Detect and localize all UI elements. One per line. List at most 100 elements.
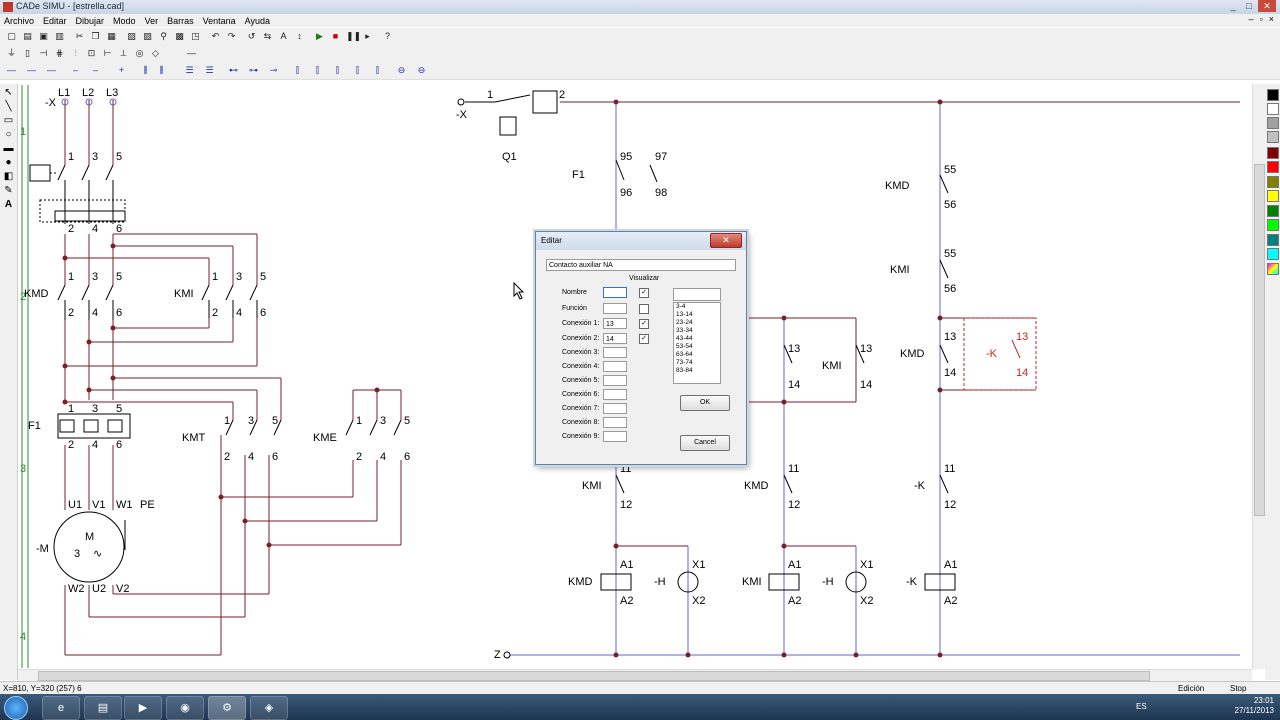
funcion-input[interactable] bbox=[603, 303, 627, 314]
conexion1-input[interactable]: 13 bbox=[603, 318, 627, 329]
terminal-icon[interactable]: ⊖ bbox=[397, 65, 406, 75]
save-icon[interactable]: ▣ bbox=[39, 31, 48, 41]
minimize-button[interactable]: _ bbox=[1230, 1, 1236, 11]
line-tool-icon[interactable]: — bbox=[187, 48, 196, 58]
ie-icon[interactable]: e bbox=[42, 696, 80, 720]
cable3-icon[interactable]: ⫿ bbox=[336, 65, 339, 75]
menu-ver[interactable]: Ver bbox=[144, 15, 159, 26]
stop-icon[interactable]: ■ bbox=[332, 31, 339, 41]
conexion5-input[interactable] bbox=[603, 375, 627, 386]
copy-icon[interactable]: ❐ bbox=[91, 31, 100, 41]
terminal2-icon[interactable]: ⊖ bbox=[417, 65, 426, 75]
play-icon[interactable]: ▶ bbox=[316, 31, 323, 41]
color-teal[interactable] bbox=[1267, 234, 1279, 246]
conexion7-input[interactable] bbox=[603, 403, 627, 414]
rectangle-icon[interactable]: ▭ bbox=[3, 115, 14, 126]
media-player-icon[interactable]: ▶ bbox=[124, 696, 162, 720]
brush-icon[interactable]: ✎ bbox=[4, 185, 13, 196]
nombre-input[interactable] bbox=[603, 287, 627, 298]
bus4-icon[interactable]: ☰ bbox=[205, 65, 214, 75]
conexion2-input[interactable]: 14 bbox=[603, 333, 627, 344]
cancel-button[interactable]: Cancel bbox=[680, 435, 730, 451]
conexion3-input[interactable] bbox=[603, 347, 627, 358]
sensor-icon[interactable]: ◇ bbox=[152, 48, 159, 58]
color-maroon[interactable] bbox=[1267, 147, 1279, 159]
color-red[interactable] bbox=[1267, 161, 1279, 173]
keyboard-language[interactable]: ES bbox=[1136, 702, 1147, 711]
wire-h-icon[interactable]: — bbox=[7, 65, 16, 75]
list-item[interactable]: 63-64 bbox=[676, 351, 693, 358]
hscroll-thumb[interactable] bbox=[38, 671, 1150, 681]
conexion6-input[interactable] bbox=[603, 389, 627, 400]
undo-icon[interactable]: ↶ bbox=[211, 31, 220, 41]
aux-contact-icon[interactable]: ⟂ bbox=[120, 48, 127, 58]
wire-h3-icon[interactable]: — bbox=[47, 65, 56, 75]
list-item[interactable]: 43-44 bbox=[676, 335, 693, 342]
connection-list-selected[interactable] bbox=[673, 288, 721, 301]
cable2-icon[interactable]: ⫿ bbox=[316, 65, 319, 75]
zoom-fit-icon[interactable]: ◳ bbox=[191, 31, 200, 41]
filled-rect-icon[interactable]: ▬ bbox=[3, 143, 14, 154]
list-item[interactable]: 73-74 bbox=[676, 359, 693, 366]
pushbutton-icon[interactable]: ⊢ bbox=[103, 48, 112, 58]
color-olive[interactable] bbox=[1267, 176, 1279, 188]
line-icon[interactable]: ╲ bbox=[5, 101, 12, 112]
list-item[interactable]: 3-4 bbox=[676, 303, 686, 310]
color-lime[interactable] bbox=[1267, 219, 1279, 231]
zoom-area-icon[interactable]: ▩ bbox=[175, 31, 184, 41]
fuse-icon[interactable]: ▯ bbox=[25, 48, 30, 58]
drawing-canvas[interactable]: 1 2 3 4 L1 L2 L3 -X 1 3 5 2 4 6 KMD 1 3 … bbox=[18, 84, 1252, 669]
ok-button[interactable]: OK bbox=[680, 395, 730, 411]
flip-icon[interactable]: ↕ bbox=[297, 31, 302, 41]
conexion2-visible-checkbox[interactable]: ✓ bbox=[639, 334, 649, 344]
filled-ellipse-icon[interactable]: ● bbox=[5, 157, 12, 168]
menu-ayuda[interactable]: Ayuda bbox=[244, 15, 270, 26]
conexion4-input[interactable] bbox=[603, 361, 627, 372]
start-button[interactable] bbox=[4, 696, 28, 720]
color-green[interactable] bbox=[1267, 205, 1279, 217]
menu-barras[interactable]: Barras bbox=[167, 15, 194, 26]
new-file-icon[interactable]: ▢ bbox=[7, 31, 16, 41]
wire-dash2-icon[interactable]: – bbox=[92, 65, 98, 75]
help-icon[interactable]: ? bbox=[384, 31, 390, 41]
system-clock[interactable]: 23:01 27/11/2013 bbox=[1235, 696, 1274, 716]
cable5-icon[interactable]: ⫿ bbox=[376, 65, 379, 75]
color-white[interactable] bbox=[1267, 103, 1279, 115]
wire-dash-icon[interactable]: – bbox=[72, 65, 78, 75]
explorer-icon[interactable]: ▤ bbox=[84, 696, 122, 720]
list-item[interactable]: 33-34 bbox=[676, 327, 693, 334]
contactor-icon[interactable]: ⫶ bbox=[74, 48, 77, 58]
color-yellow[interactable] bbox=[1267, 190, 1279, 202]
page2-icon[interactable]: ▨ bbox=[143, 31, 152, 41]
menu-editar[interactable]: Editar bbox=[43, 15, 67, 26]
link-icon[interactable]: ⊷ bbox=[229, 65, 238, 75]
switch3-icon[interactable]: ⋕ bbox=[55, 48, 64, 58]
list-item[interactable]: 23-24 bbox=[676, 319, 693, 326]
redo-icon[interactable]: ↷ bbox=[227, 31, 236, 41]
cable4-icon[interactable]: ⫿ bbox=[356, 65, 359, 75]
connection-list[interactable]: 3-4 13-14 23-24 33-34 43-44 53-54 63-64 … bbox=[673, 302, 721, 384]
list-item[interactable]: 83-84 bbox=[676, 367, 693, 374]
app-icon-2[interactable]: ◈ bbox=[250, 696, 288, 720]
cable-icon[interactable]: ⫿ bbox=[296, 65, 299, 75]
dialog-close-button[interactable]: ✕ bbox=[710, 233, 742, 248]
text-tool-icon[interactable]: A bbox=[4, 199, 13, 210]
link3-icon[interactable]: ⊸ bbox=[269, 65, 278, 75]
junction-icon[interactable]: + bbox=[118, 65, 125, 75]
color-cyan[interactable] bbox=[1267, 248, 1279, 260]
cut-icon[interactable]: ✂ bbox=[75, 31, 84, 41]
link2-icon[interactable]: ⊶ bbox=[249, 65, 258, 75]
rotate-icon[interactable]: ↺ bbox=[247, 31, 256, 41]
horizontal-scrollbar[interactable] bbox=[18, 669, 1252, 681]
mirror-icon[interactable]: ⇆ bbox=[263, 31, 272, 41]
conexion9-input[interactable] bbox=[603, 431, 627, 442]
mdi-restore-icon[interactable]: ▫ bbox=[1259, 14, 1263, 24]
zoom-icon[interactable]: ⚲ bbox=[160, 31, 167, 41]
paste-icon[interactable]: ▦ bbox=[107, 31, 116, 41]
color-gray[interactable] bbox=[1267, 117, 1279, 129]
menu-ventana[interactable]: Ventana bbox=[202, 15, 236, 26]
conexion8-input[interactable] bbox=[603, 417, 627, 428]
bus3-icon[interactable]: ☰ bbox=[185, 65, 194, 75]
color-custom-icon[interactable] bbox=[1267, 263, 1279, 275]
bus2-icon[interactable]: ⫼ bbox=[159, 65, 164, 75]
